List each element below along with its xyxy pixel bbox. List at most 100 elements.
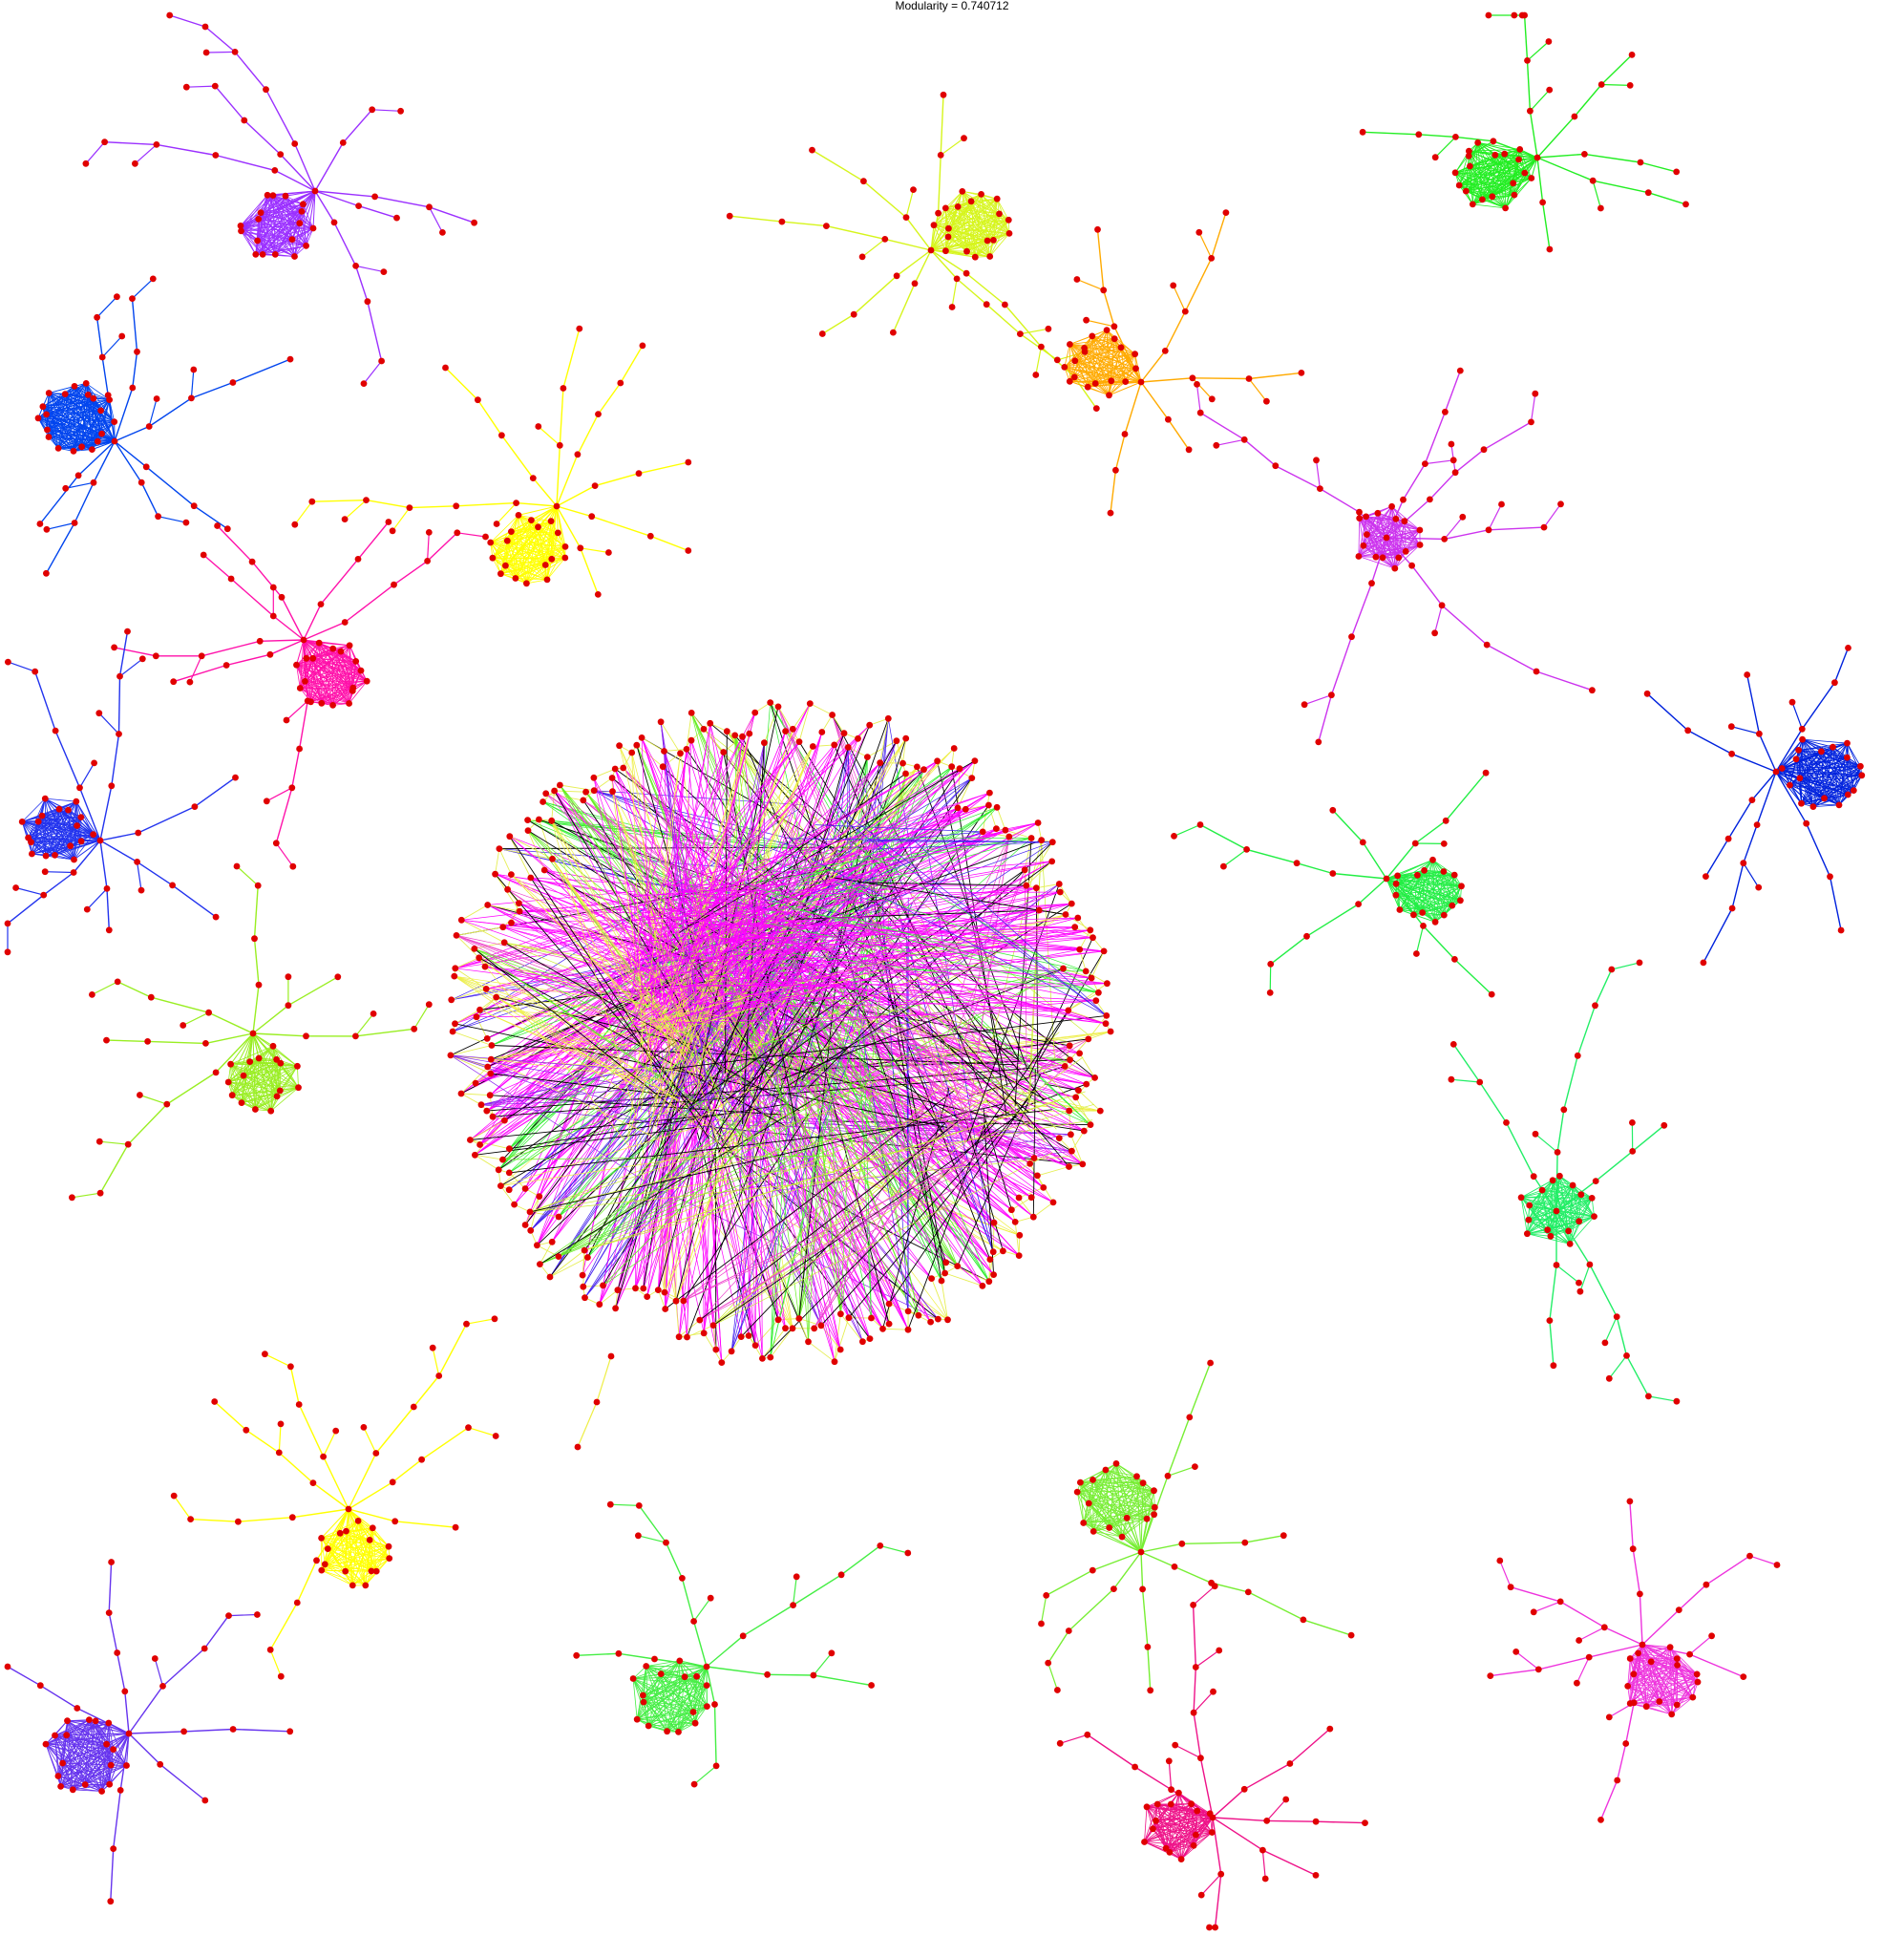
tree-edge bbox=[1362, 841, 1387, 880]
intra-edge bbox=[348, 1508, 390, 1547]
intra-edge bbox=[1832, 747, 1854, 791]
tree-edge bbox=[1648, 192, 1686, 205]
intra-edge bbox=[74, 840, 101, 861]
giant-edge bbox=[660, 721, 709, 1104]
intra-edge bbox=[1153, 1813, 1211, 1830]
intra-edge bbox=[74, 386, 101, 412]
tree-edge bbox=[214, 1400, 247, 1431]
intra-edge bbox=[1111, 353, 1135, 382]
inter-edge bbox=[937, 760, 1008, 1087]
intra-edge bbox=[1083, 1522, 1142, 1553]
intra-edge bbox=[947, 213, 1000, 238]
giant-edge bbox=[852, 975, 945, 1274]
giant-edge bbox=[539, 1132, 849, 1265]
giant-edge bbox=[691, 807, 959, 964]
giant-edge bbox=[730, 914, 1067, 1058]
giant-edge bbox=[711, 941, 1080, 950]
tree-edge bbox=[1555, 1152, 1558, 1212]
intra-edge bbox=[95, 1720, 127, 1766]
intra-edge bbox=[1832, 747, 1840, 805]
tree-edge bbox=[1526, 60, 1532, 112]
inter-edge bbox=[857, 882, 1026, 886]
intra-edge bbox=[109, 1733, 130, 1785]
giant-edge bbox=[978, 836, 1010, 1047]
tree-edge bbox=[1604, 1627, 1643, 1646]
inter-edge bbox=[907, 1120, 986, 1330]
intra-edge bbox=[297, 1066, 299, 1088]
intra-edge bbox=[1092, 1479, 1154, 1492]
intra-edge bbox=[1443, 871, 1453, 906]
giant-edge bbox=[654, 752, 725, 993]
tree-edge bbox=[638, 1535, 666, 1543]
tree-edge bbox=[730, 215, 782, 223]
tree-edge bbox=[169, 14, 206, 28]
giant-edge bbox=[584, 1103, 1094, 1251]
intra-edge bbox=[1527, 1229, 1548, 1235]
rim-edge bbox=[1065, 914, 1091, 931]
tree-edge bbox=[101, 356, 109, 395]
tree-edge bbox=[214, 85, 245, 121]
tree-edge bbox=[43, 871, 74, 896]
intra-edge bbox=[270, 1087, 299, 1112]
tree-edge bbox=[367, 301, 383, 362]
inter-edge bbox=[957, 1074, 1042, 1266]
intra-edge bbox=[32, 840, 101, 855]
intra-edge bbox=[1396, 874, 1455, 884]
intra-edge bbox=[1651, 1658, 1678, 1663]
intra-edge bbox=[1555, 1184, 1574, 1212]
rim-edge bbox=[679, 1332, 705, 1338]
inter-edge bbox=[490, 1095, 782, 1116]
intra-edge bbox=[230, 1032, 254, 1065]
giant-edge bbox=[619, 745, 699, 1062]
tree-edge bbox=[1193, 1667, 1196, 1713]
rim-edge bbox=[1011, 1197, 1032, 1211]
giant-edge bbox=[455, 935, 911, 1185]
intra-edge bbox=[48, 383, 87, 437]
giant-edge bbox=[504, 936, 705, 1121]
intra-edge bbox=[1153, 1817, 1214, 1830]
giant-edge bbox=[551, 820, 700, 1084]
giant-edge bbox=[755, 886, 1093, 939]
giant-edge bbox=[654, 792, 990, 993]
tree-edge bbox=[1490, 1669, 1539, 1677]
giant-edge bbox=[868, 769, 924, 840]
intra-edge bbox=[1144, 1841, 1167, 1849]
tree-edge bbox=[106, 888, 110, 930]
giant-edge bbox=[677, 792, 990, 905]
edge-layer bbox=[7, 14, 1863, 1928]
intra-edge bbox=[1386, 859, 1433, 880]
intra-edge bbox=[1358, 529, 1421, 557]
tree-edge bbox=[1243, 438, 1277, 467]
intra-edge bbox=[47, 410, 101, 431]
tree-edge bbox=[99, 1140, 129, 1145]
tree-edge bbox=[1536, 153, 1585, 159]
tree-edge bbox=[1193, 1585, 1216, 1606]
tree-edge bbox=[1746, 674, 1761, 734]
tree-edge bbox=[1687, 730, 1732, 755]
tree-edge bbox=[1453, 958, 1492, 995]
tree-edge bbox=[432, 1348, 440, 1376]
intra-edge bbox=[75, 801, 77, 826]
intra-edge bbox=[1093, 1531, 1123, 1538]
giant-edge bbox=[487, 971, 649, 1068]
intra-edge bbox=[42, 399, 110, 408]
giant-edge bbox=[834, 968, 1064, 1049]
giant-edge bbox=[734, 936, 1105, 952]
tree-edge bbox=[1555, 1265, 1579, 1284]
tree-edge bbox=[1266, 1798, 1287, 1821]
giant-edge bbox=[636, 760, 976, 992]
tree-edge bbox=[1168, 1760, 1173, 1790]
giant-edge bbox=[706, 924, 1075, 928]
giant-edge bbox=[682, 822, 1039, 893]
intra-edge bbox=[232, 1065, 298, 1096]
intra-edge bbox=[1434, 874, 1455, 923]
intra-edge bbox=[241, 203, 304, 232]
giant-edge bbox=[545, 793, 1039, 1153]
intra-edge bbox=[74, 825, 77, 861]
inter-edge bbox=[478, 957, 785, 1126]
intra-edge bbox=[274, 223, 301, 255]
intra-edge bbox=[1802, 738, 1833, 748]
intra-edge bbox=[930, 240, 988, 251]
tree-edge bbox=[230, 578, 274, 617]
intra-edge bbox=[1629, 1658, 1647, 1707]
